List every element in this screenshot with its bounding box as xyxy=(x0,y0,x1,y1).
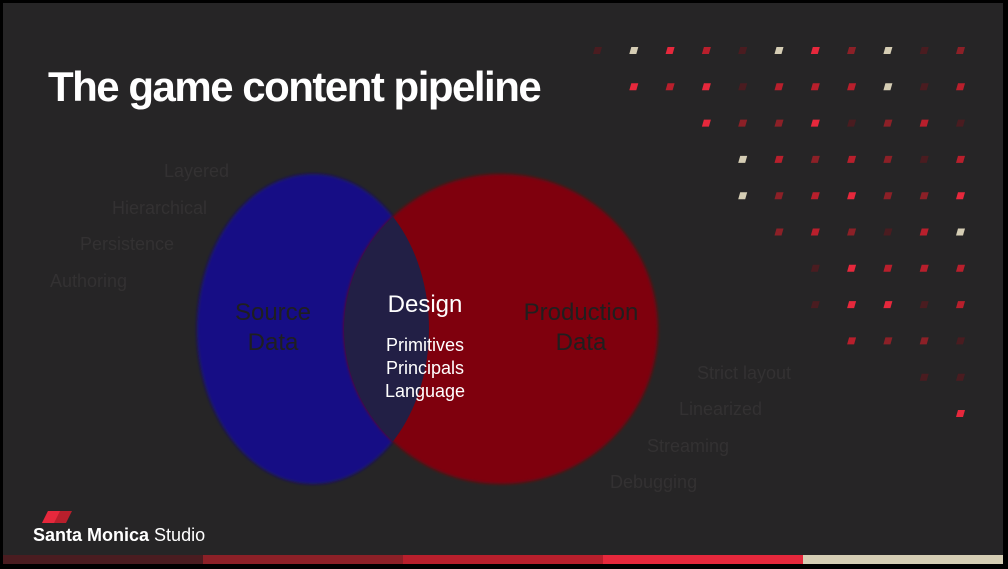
decorative-dot xyxy=(810,192,820,200)
design-item-language: Language xyxy=(384,381,466,401)
decorative-dot xyxy=(847,228,857,236)
source-data-label-line2: Data xyxy=(247,329,299,356)
design-item-principals: Principals xyxy=(385,358,465,378)
source-attribute-persistence: Persistence xyxy=(80,234,175,254)
venn-diagram xyxy=(197,174,658,484)
decorative-dot xyxy=(774,228,784,236)
decorative-dot xyxy=(883,83,893,91)
decorative-dot xyxy=(774,155,784,163)
decorative-dot xyxy=(701,47,711,54)
decorative-dot xyxy=(701,119,711,127)
production-attribute-streaming: Streaming xyxy=(647,436,730,456)
decorative-dot xyxy=(847,155,857,163)
footer-bar-segment xyxy=(3,555,203,564)
slide-title: The game content pipeline xyxy=(48,63,542,110)
source-data-label-line1: Source xyxy=(234,299,312,326)
decorative-dot xyxy=(956,83,965,91)
decorative-dot xyxy=(956,337,965,345)
decorative-dot xyxy=(919,192,929,200)
decorative-dot xyxy=(810,228,820,236)
footer-color-bar xyxy=(3,555,1003,564)
decorative-dot xyxy=(956,228,965,236)
decorative-dot xyxy=(956,410,965,417)
decorative-dot xyxy=(847,264,857,272)
studio-name-bold: Santa Monica xyxy=(33,525,150,545)
decorative-dot xyxy=(847,192,857,200)
decorative-dot xyxy=(919,228,929,236)
slide: The game content pipeline Layered Hierar… xyxy=(3,3,1003,564)
source-attribute-hierarchical: Hierarchical xyxy=(112,198,208,218)
design-heading: Design xyxy=(387,291,463,318)
decorative-dot xyxy=(919,373,929,381)
decorative-dot xyxy=(810,264,820,272)
decorative-dot xyxy=(847,119,857,127)
decorative-dot xyxy=(774,119,784,127)
decorative-dot-pattern xyxy=(593,47,965,417)
studio-logo-mark-icon xyxy=(42,511,72,523)
studio-logo-wordmark: Santa Monica Studio xyxy=(33,525,205,546)
decorative-dot xyxy=(774,83,784,91)
decorative-dot xyxy=(810,155,820,163)
decorative-dot xyxy=(810,119,820,127)
decorative-dot xyxy=(738,155,748,163)
production-data-label-line2: Data xyxy=(555,329,607,356)
decorative-dot xyxy=(665,83,675,91)
decorative-dot xyxy=(956,373,965,381)
footer-bar-segment xyxy=(203,555,403,564)
decorative-dot xyxy=(883,155,893,163)
decorative-dot xyxy=(883,47,893,54)
source-data-label: Source Data xyxy=(203,298,343,358)
decorative-dot xyxy=(883,228,893,236)
decorative-dot xyxy=(593,47,602,54)
production-attribute-linearized: Linearized xyxy=(679,399,763,419)
production-data-label-line1: Production xyxy=(523,299,639,326)
production-data-label: Production Data xyxy=(506,298,656,358)
production-attribute-strict-layout: Strict layout xyxy=(697,363,792,383)
decorative-dot xyxy=(774,47,784,54)
footer-bar-segment xyxy=(403,555,603,564)
decorative-dot xyxy=(883,119,893,127)
decorative-dot xyxy=(956,119,965,127)
decorative-dot xyxy=(847,337,857,345)
decorative-dot xyxy=(956,264,965,272)
decorative-dot xyxy=(629,47,639,54)
decorative-dot xyxy=(701,83,711,91)
source-attribute-layered: Layered xyxy=(164,161,230,181)
decorative-dot xyxy=(919,47,929,54)
decorative-dot xyxy=(738,47,748,54)
decorative-dot xyxy=(738,119,748,127)
decorative-dot xyxy=(919,337,929,345)
decorative-dot xyxy=(665,47,675,54)
decorative-dot xyxy=(738,192,748,200)
decorative-dot xyxy=(810,83,820,91)
decorative-dot xyxy=(847,301,857,309)
footer-bar-segment xyxy=(803,555,1003,564)
decorative-dot xyxy=(883,192,893,200)
decorative-dot xyxy=(629,83,639,91)
decorative-dot xyxy=(919,155,929,163)
footer-bar-segment xyxy=(603,555,803,564)
decorative-dot xyxy=(956,301,965,309)
decorative-dot xyxy=(883,337,893,345)
decorative-dot xyxy=(810,47,820,54)
decorative-dot xyxy=(919,119,929,127)
decorative-dot xyxy=(738,83,748,91)
decorative-dot xyxy=(883,301,893,309)
decorative-dot xyxy=(956,192,965,200)
decorative-dot xyxy=(956,155,965,163)
decorative-dot xyxy=(919,301,929,309)
decorative-dot xyxy=(847,83,857,91)
production-attribute-debugging: Debugging xyxy=(610,472,698,492)
decorative-dot xyxy=(919,264,929,272)
decorative-dot xyxy=(810,301,820,309)
decorative-dot xyxy=(919,83,929,91)
decorative-dot xyxy=(847,47,857,54)
source-attribute-authoring: Authoring xyxy=(50,271,128,291)
decorative-dot xyxy=(956,47,965,54)
design-item-primitives: Primitives xyxy=(385,335,464,355)
decorative-dot xyxy=(883,264,893,272)
studio-name-light: Studio xyxy=(154,525,206,545)
production-data-circle xyxy=(344,174,658,484)
decorative-dot xyxy=(774,192,784,200)
